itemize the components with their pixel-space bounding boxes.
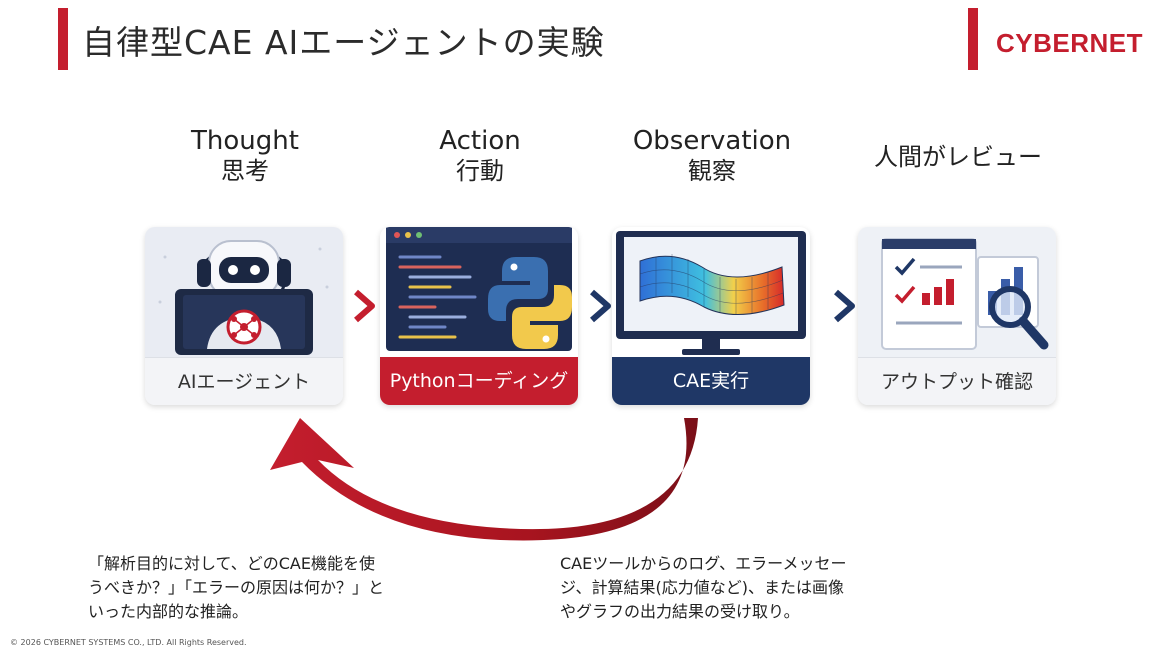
robot-laptop-icon [145, 227, 343, 357]
step-card-review: アウトプット確認 [858, 227, 1056, 405]
step-card-cae: CAE実行 [612, 227, 810, 405]
title-accent-bar [58, 8, 68, 70]
step-heading-en: Action [439, 126, 521, 156]
step-heading-en: Observation [632, 126, 792, 156]
copyright-footer: © 2026 CYBERNET SYSTEMS CO., LTD. All Ri… [10, 638, 247, 647]
chevron-right-icon [834, 289, 855, 323]
step-caption: Pythonコーディング [380, 357, 578, 405]
python-code-icon [380, 227, 578, 357]
step-heading-observation: Observation 観察 [612, 126, 812, 186]
step-heading-review: 人間がレビュー [858, 142, 1058, 172]
step-caption: AIエージェント [145, 357, 343, 405]
cae-mesh-monitor-icon [612, 227, 810, 357]
report-magnifier-icon [858, 227, 1056, 357]
step-caption: アウトプット確認 [858, 357, 1056, 405]
step-heading-ja: 思考 [221, 157, 269, 185]
step-heading-en: Thought [191, 126, 299, 156]
step-heading-action: Action 行動 [380, 126, 580, 186]
cybernet-logo: CYBERNET [996, 28, 1144, 58]
step-heading-ja: 人間がレビュー [874, 143, 1042, 171]
step-heading-ja: 行動 [456, 157, 504, 185]
thought-note: 「解析目的に対して、どのCAE機能を使 うべきか？」「エラーの原因は何か？」と … [88, 554, 385, 621]
step-caption: CAE実行 [612, 357, 810, 405]
step-heading-thought: Thought 思考 [145, 126, 345, 186]
page-title: 自律型CAE AIエージェントの実験 [82, 23, 605, 62]
step-card-ai-agent: AIエージェント [145, 227, 343, 405]
step-heading-ja: 観察 [688, 157, 736, 185]
chevron-right-icon [354, 289, 375, 323]
step-card-python: Pythonコーディング [380, 227, 578, 405]
logo-accent-bar [968, 8, 978, 70]
observation-note: CAEツールからのログ、エラーメッセー ジ、計算結果(応力値など)、または画像 … [560, 554, 847, 621]
chevron-right-icon [590, 289, 611, 323]
